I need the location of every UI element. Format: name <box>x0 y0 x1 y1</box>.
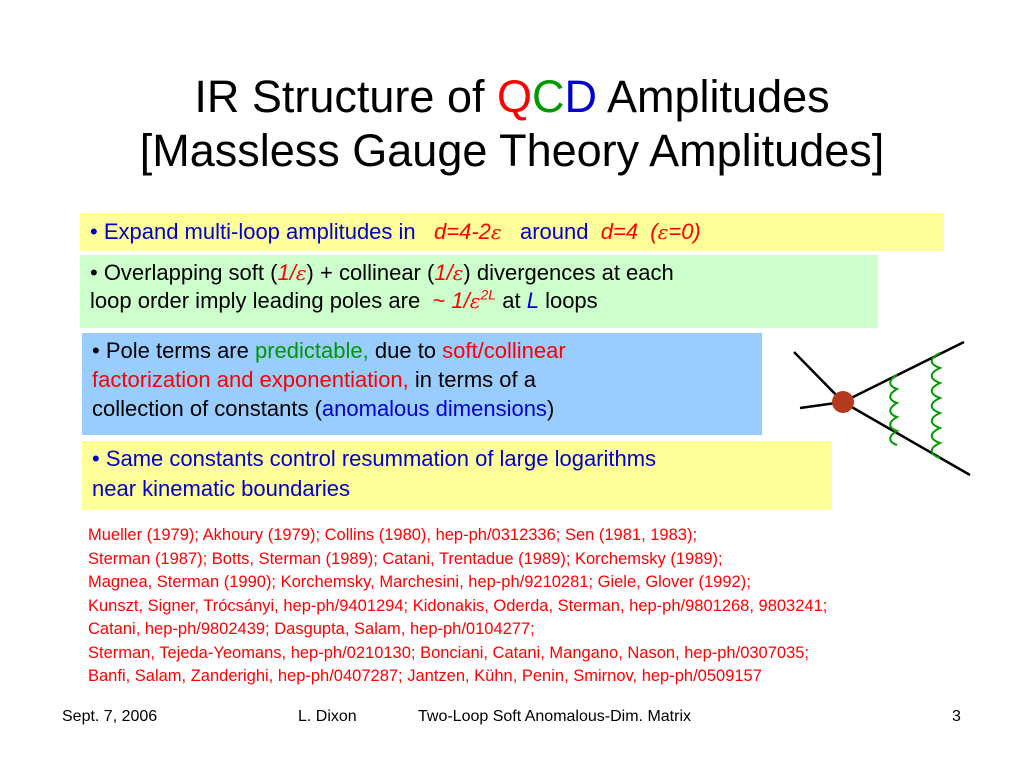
incoming-leg <box>793 351 844 403</box>
soft-pole: 1/ε <box>277 260 307 285</box>
bullet-resummation-box: • Same constants control resummation of … <box>82 441 832 510</box>
reference-line: Banfi, Salam, Zanderighi, hep-ph/0407287… <box>88 667 762 685</box>
footer-date: Sept. 7, 2006 <box>62 708 158 725</box>
feynman-diagram <box>793 340 971 477</box>
slide-title: IR Structure of QCD Amplitudes [Massless… <box>0 70 1024 178</box>
title-line-1: IR Structure of QCD Amplitudes <box>194 71 830 122</box>
leading-pole: 1/ε2L <box>451 286 497 313</box>
bullet3-line3: collection of constants (anomalous dimen… <box>92 396 555 421</box>
gluon-outer <box>930 352 943 459</box>
reference-line: Sterman (1987); Botts, Sterman (1989); C… <box>88 549 723 568</box>
bullet-overlapping-box: • Overlapping soft (1/ε) + collinear (1/… <box>80 255 878 328</box>
title-line-2: [Massless Gauge Theory Amplitudes] <box>139 125 885 176</box>
reference-line: Magnea, Sterman (1990); Korchemsky, Marc… <box>88 573 751 591</box>
collinear-pole: 1/ε <box>434 260 464 285</box>
reference-line: Mueller (1979); Akhoury (1979); Collins … <box>88 526 698 544</box>
epsilon-zero: (ε=0) <box>650 219 701 244</box>
reference-line: Kunszt, Signer, Trócsányi, hep-ph/940129… <box>88 596 828 615</box>
outgoing-leg-lower <box>842 400 971 477</box>
d-expression: d=4-2ε <box>434 219 502 244</box>
bullet-pole-terms-box: • Pole terms are predictable, due to sof… <box>82 333 762 435</box>
hard-vertex <box>832 391 854 413</box>
footer-page-number: 3 <box>952 708 961 725</box>
title-c: C <box>532 71 565 122</box>
outgoing-leg-upper <box>842 340 965 404</box>
bullet2-line1: • Overlapping soft (1/ε) + collinear (1/… <box>90 260 674 285</box>
reference-line: Catani, hep-ph/9802439; Dasgupta, Salam,… <box>88 620 535 638</box>
bullet-expand-box: • Expand multi-loop amplitudes in d=4-2ε… <box>80 213 944 251</box>
bullet3-line2: factorization and exponentiation, in ter… <box>92 367 536 392</box>
bullet3-line1: • Pole terms are predictable, due to sof… <box>92 338 566 363</box>
title-d: D <box>564 71 598 122</box>
references-list: Mueller (1979); Akhoury (1979); Collins … <box>88 524 1008 689</box>
footer-author: L. Dixon <box>298 708 357 725</box>
footer-talk-title: Two-Loop Soft Anomalous-Dim. Matrix <box>418 708 691 725</box>
gluon-inner <box>889 374 900 446</box>
title-q: Q <box>496 71 532 122</box>
bullet2-line2: loop order imply leading poles are ~ 1/ε… <box>90 286 598 313</box>
reference-line: Sterman, Tejeda-Yeomans, hep-ph/0210130;… <box>88 643 810 662</box>
